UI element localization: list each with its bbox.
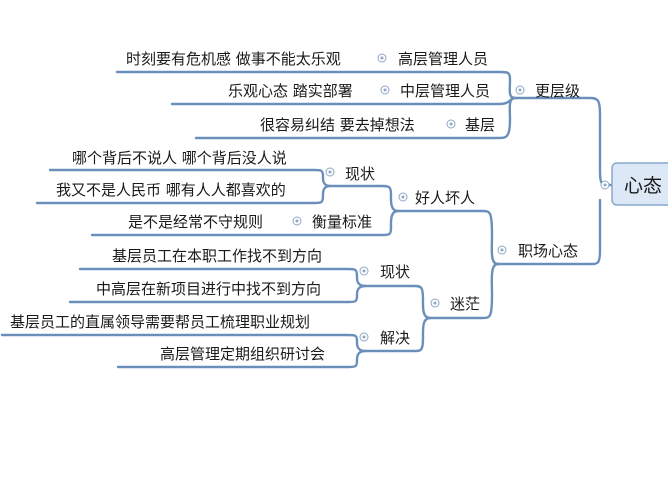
node-label[interactable]: 中层管理人员 — [400, 82, 490, 100]
node-label[interactable]: 职场心态 — [518, 242, 578, 260]
node-label[interactable]: 现状 — [380, 263, 410, 281]
leaf-label[interactable]: 是不是经常不守规则 — [128, 213, 263, 231]
collapse-icon[interactable] — [398, 192, 408, 202]
leaf-label[interactable]: 中高层在新项目进行中找不到方向 — [96, 280, 321, 298]
leaf-label[interactable]: 哪个背后不说人 哪个背后没人说 — [72, 149, 287, 167]
root-label: 心态 — [624, 175, 662, 197]
collapse-icon[interactable] — [515, 85, 525, 95]
node-label[interactable]: 更层级 — [535, 82, 580, 100]
leaf-label[interactable]: 乐观心态 踏实部署 — [228, 82, 353, 100]
leaf-label[interactable]: 很容易纠结 要去掉想法 — [260, 116, 415, 134]
connectors — [0, 70, 614, 369]
node-label[interactable]: 迷茫 — [450, 295, 480, 313]
leaf-label[interactable]: 我又不是人民币 哪有人人都喜欢的 — [56, 181, 286, 199]
collapse-icon[interactable] — [600, 180, 610, 190]
collapse-icon[interactable] — [430, 298, 440, 308]
leaf-label[interactable]: 时刻要有危机感 做事不能太乐观 — [126, 50, 341, 68]
leaf-label[interactable]: 高层管理定期组织研讨会 — [160, 345, 325, 363]
collapse-icon[interactable] — [446, 119, 456, 129]
node-label[interactable]: 现状 — [345, 165, 375, 183]
node-label[interactable]: 好人坏人 — [415, 189, 475, 207]
collapse-icon[interactable] — [497, 245, 507, 255]
collapse-icon[interactable] — [325, 167, 335, 177]
collapse-icon[interactable] — [359, 266, 369, 276]
collapse-icon[interactable] — [377, 53, 387, 63]
collapse-icon[interactable] — [292, 216, 302, 226]
collapse-icon[interactable] — [359, 332, 369, 342]
node-label[interactable]: 衡量标准 — [312, 213, 372, 231]
node-label[interactable]: 解决 — [380, 329, 410, 347]
leaf-label[interactable]: 基层员工在本职工作找不到方向 — [112, 247, 322, 265]
node-labels: 更层级 高层管理人员 时刻要有危机感 做事不能太乐观 中层管理人员 乐观心态 踏… — [10, 50, 580, 363]
leaf-label[interactable]: 基层员工的直属领导需要帮员工梳理职业规划 — [10, 313, 310, 331]
node-label[interactable]: 基层 — [465, 116, 495, 134]
collapse-icon[interactable] — [380, 85, 390, 95]
collapse-toggles[interactable] — [292, 53, 610, 342]
root-node[interactable]: 心态 — [611, 162, 668, 206]
node-label[interactable]: 高层管理人员 — [398, 50, 488, 68]
